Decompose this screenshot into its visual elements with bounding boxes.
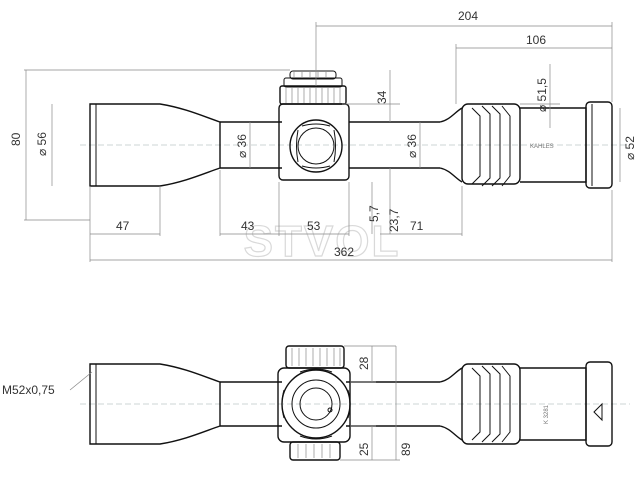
dim-rear-tube: 71 (410, 219, 424, 233)
dim-total-length: 362 (334, 245, 354, 259)
dim-turret-height: 34 (375, 90, 389, 104)
side-view: K 3281 M52x0,75 28 25 89 (2, 345, 630, 461)
top-view: KAHLES (9, 9, 637, 262)
watermark: STVOL (244, 217, 401, 266)
dim-tube-dia-rear: ⌀ 36 (405, 134, 419, 158)
dim-rear-section: 106 (526, 33, 546, 47)
main-tube-rear (349, 121, 440, 169)
dim-saddle: 53 (307, 219, 321, 233)
dim-turret-bottom: 25 (357, 442, 371, 456)
dim-eyepiece-dia-2: ⌀ 52 (623, 136, 637, 160)
side-bottom-turret (289, 441, 341, 461)
dim-side-total-height: 89 (399, 442, 413, 456)
dim-overall-top: 204 (458, 9, 478, 23)
elevation-turret (279, 85, 347, 105)
brand-text: KAHLES (530, 144, 554, 150)
dim-total-height: 80 (9, 132, 23, 146)
dim-objective-dia: ⌀ 56 (35, 132, 49, 156)
main-tube-front (220, 121, 282, 169)
dim-offset-a: 5,7 (367, 205, 381, 222)
dim-objective-len: 47 (116, 219, 130, 233)
thread-spec: M52x0,75 (2, 383, 55, 397)
turret-saddle (278, 103, 350, 181)
dim-turret-top: 28 (357, 356, 371, 370)
dim-tube-dia-front: ⌀ 36 (235, 134, 249, 158)
serial-text: K 3281 (544, 404, 550, 424)
dim-front-tube: 43 (241, 219, 255, 233)
side-elevation-turret (285, 345, 345, 369)
index-triangle-icon (593, 402, 603, 422)
dim-eyepiece-dia-1: ⌀ 51,5 (535, 78, 549, 112)
windage-knob (289, 119, 343, 173)
magnification-ring (461, 103, 521, 185)
dim-offset-b: 23,7 (387, 208, 401, 232)
side-eyepiece-rubber (585, 361, 613, 447)
side-magnification-ring (461, 363, 521, 445)
eyepiece-rubber (585, 101, 613, 189)
